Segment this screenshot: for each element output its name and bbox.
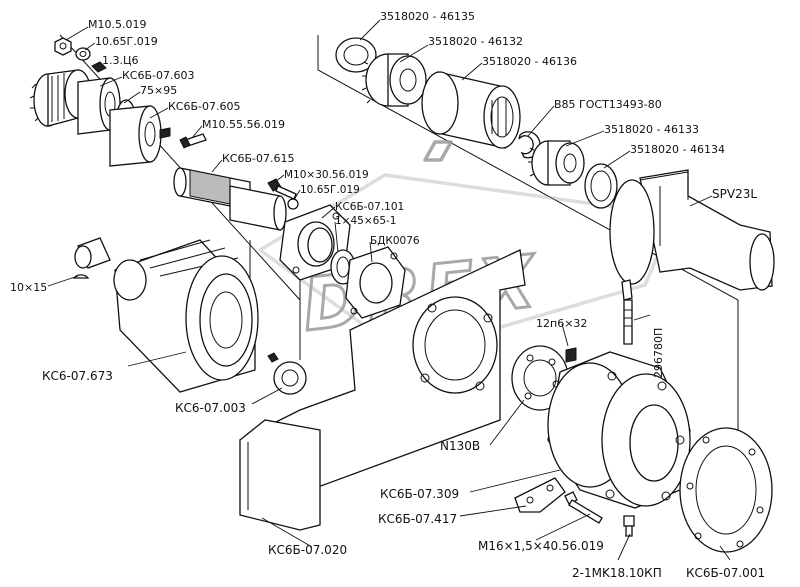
nut-ks6-07-003 [267, 352, 307, 395]
plate-ks6b-07-417 [514, 477, 566, 513]
label-ksbb-07-020: КС6Б-07.020 [268, 543, 347, 557]
leader-lines [47, 19, 731, 561]
label-spv23l: SPV23L [712, 187, 757, 201]
label-ks6-07-673: КС6-07.673 [42, 369, 113, 383]
grease-fitting-296780p [621, 279, 633, 345]
grease-nipple-2-1mk18 [623, 515, 635, 537]
label-b85-gost: B85 ГОСТ13493-80 [554, 98, 662, 111]
label-10-65g-019-mid: 10.65Г.019 [300, 184, 360, 196]
label-12p6x32: 12п6×32 [536, 317, 587, 330]
gear-3518020-46132 [361, 53, 427, 107]
label-10x15: 10×15 [10, 281, 47, 294]
pin-10x15 [72, 237, 111, 279]
label-3518020-46136: 3518020 - 46136 [482, 55, 577, 68]
gear-3518020-46133 [528, 140, 585, 186]
label-ksbb-07-605: КС6Б-07.605 [168, 100, 241, 113]
label-3518020-46133: 3518020 - 46133 [604, 123, 699, 136]
label-m10-55-56-019: M10.55.56.019 [202, 118, 285, 131]
coupling-ks6b-07-605 [109, 105, 171, 167]
bolt-m16 [564, 491, 603, 524]
label-75x95: 75×95 [140, 84, 177, 97]
label-3518020-46135: 3518020 - 46135 [380, 10, 475, 23]
key-1-3 [91, 61, 107, 73]
label-10-65g-019-top: 10.65Г.019 [95, 35, 158, 48]
nut-m10 [54, 37, 72, 56]
housing-ks6b-07-309 [547, 351, 691, 509]
washer-10-65g [75, 47, 91, 61]
label-296780p: 296780П [652, 328, 665, 378]
label-3518020-46132: 3518020 - 46132 [428, 35, 523, 48]
label-3518020-46134: 3518020 - 46134 [630, 143, 725, 156]
sleeve-3518020-46136 [421, 71, 521, 149]
cover-ks6b-07-001 [679, 427, 773, 553]
label-n130b: N130B [440, 439, 480, 453]
bolt-m10-55 [179, 133, 207, 149]
label-bdk0076: БДК0076 [370, 235, 420, 247]
label-ksbb-07-615: КС6Б-07.615 [222, 152, 295, 165]
bolt-m10x30 [267, 178, 297, 200]
pin-12p6x32 [565, 347, 577, 363]
bracket-ks6b-07-020 [239, 249, 526, 531]
label-m10-5-019: M10.5.019 [88, 18, 146, 31]
label-ksbb-07-001: КС6Б-07.001 [686, 566, 765, 580]
label-2-1mk18: 2-1MK18.10КП [572, 566, 662, 580]
label-ksbb-07-417: КС6Б-07.417 [378, 512, 457, 526]
label-ksbb-07-603: КС6Б-07.603 [122, 69, 195, 82]
shaft-spv23l [609, 169, 775, 291]
label-1x45x65-1: 1×45×65-1 [335, 215, 396, 227]
label-ksbb-07-309: КС6Б-07.309 [380, 487, 459, 501]
ring-3518020-46134 [584, 163, 618, 209]
label-1-3-c6: 1.3.Ц6 [102, 54, 139, 67]
coupling-ks6-07-673 [113, 239, 259, 393]
label-ksbb-07-101: КС6Б-07.101 [335, 201, 404, 213]
washer-10-65g-mid [287, 198, 299, 210]
shaft-ks6b-07-615 [173, 167, 287, 231]
label-ks6-07-003: КС6-07.003 [175, 401, 246, 415]
label-m10x30-56-019: M10×30.56.019 [284, 169, 369, 181]
gasket-bdk0076 [345, 246, 406, 319]
part-labels: M10.5.019 10.65Г.019 1.3.Ц6 КС6Б-07.603 … [10, 10, 765, 580]
label-m16-bolt: M16×1,5×40.56.019 [478, 539, 604, 553]
